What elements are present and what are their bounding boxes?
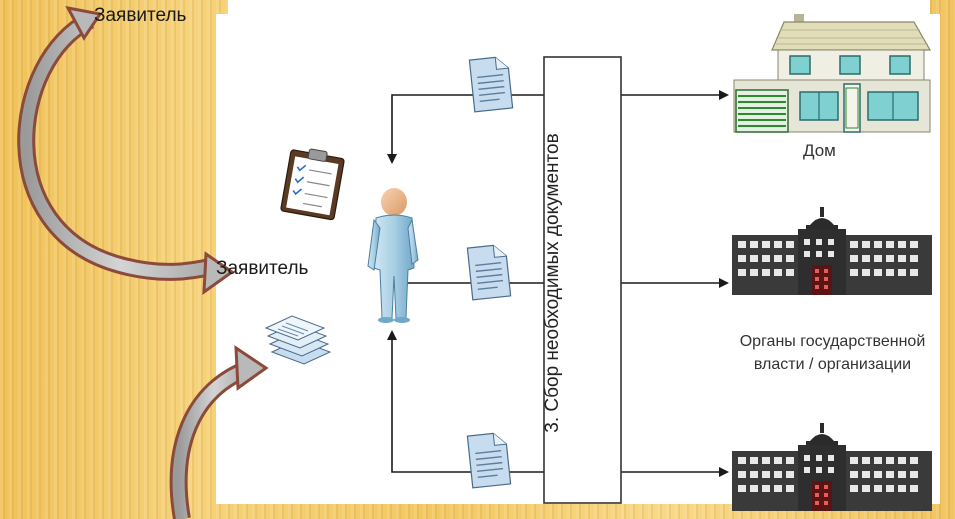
curved-arrow-icon xyxy=(169,345,269,519)
house-icon xyxy=(733,14,932,133)
document-icon xyxy=(466,431,512,489)
curved-arrow-icon xyxy=(17,5,235,296)
applicant-label: Заявитель xyxy=(216,258,309,279)
papers-stack-icon xyxy=(264,315,332,365)
house-label: Дом xyxy=(803,141,836,160)
government-building-icon xyxy=(732,207,932,295)
government-building-icon xyxy=(732,423,932,511)
organizations-label: Органы государственной власти / организа… xyxy=(739,333,926,373)
clipboard-checklist-icon xyxy=(280,148,345,221)
applicant-label-top: Заявитель xyxy=(94,5,187,26)
collection-step-label: 3. Сбор необходимых документов xyxy=(542,133,563,433)
person-icon xyxy=(367,188,419,323)
collection-step-bar xyxy=(543,56,622,504)
document-icon xyxy=(466,243,512,301)
document-icon xyxy=(468,55,514,113)
